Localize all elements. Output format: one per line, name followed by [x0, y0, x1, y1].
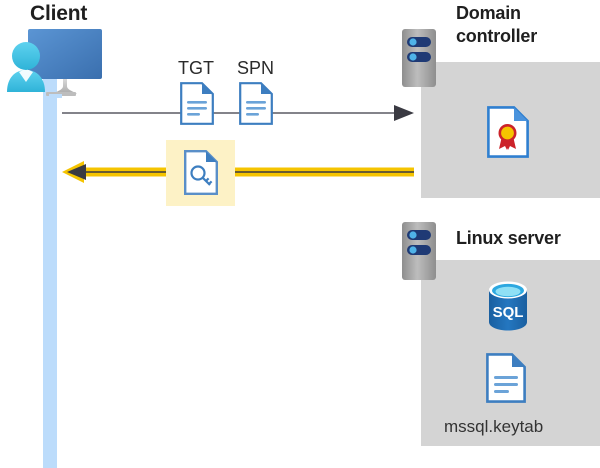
certificate-document-icon — [487, 106, 529, 163]
document-icon — [239, 82, 273, 130]
keytab-filename-label: mssql.keytab — [444, 417, 544, 436]
sql-database-icon: SQL — [484, 280, 532, 337]
server-icon — [402, 29, 436, 87]
domain-controller-title: Domain controller — [456, 2, 596, 48]
key-document-icon — [184, 150, 218, 200]
response-arrow — [62, 160, 414, 184]
client-lifeline — [43, 70, 57, 468]
server-icon — [402, 222, 436, 280]
tgt-label: TGT — [178, 58, 214, 78]
document-icon — [486, 353, 526, 408]
linux-server-title: Linux server — [456, 228, 561, 248]
sql-label: SQL — [493, 304, 524, 321]
domain-controller-title-line1: Domain — [456, 3, 521, 23]
client-computer-icon — [5, 26, 111, 98]
domain-controller-title-line2: controller — [456, 26, 538, 46]
spn-label: SPN — [237, 58, 275, 78]
request-arrow — [62, 104, 414, 122]
client-title: Client — [30, 2, 88, 25]
document-icon — [180, 82, 214, 130]
